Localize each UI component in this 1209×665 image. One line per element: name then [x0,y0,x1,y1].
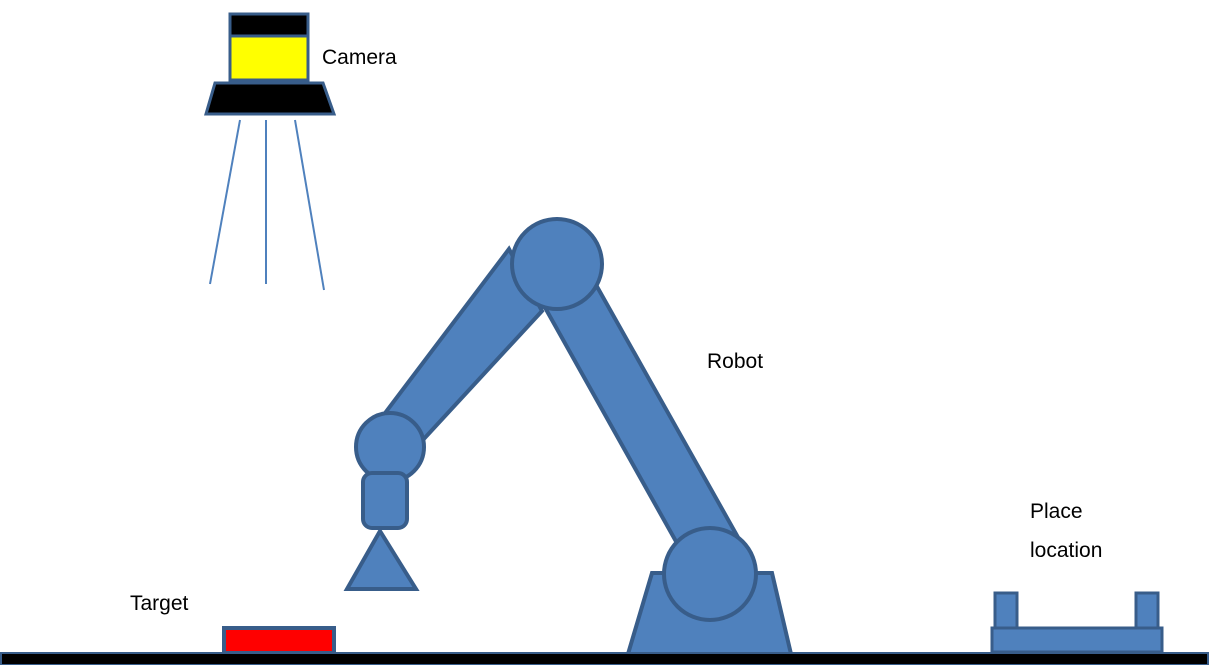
robot-label: Robot [707,350,763,373]
camera-top [228,12,310,38]
camera-ray-left [209,119,241,285]
robot-elbow-joint [510,217,604,311]
place-location-right-post [1134,591,1160,633]
place-location-tray [990,626,1164,654]
robot-gripper [343,527,420,591]
robot-wrist-link [361,471,409,530]
camera-ray-right [294,119,325,291]
robot-wrist-joint [354,411,426,483]
camera-base [204,81,337,116]
robot [343,217,794,656]
target-label: Target [130,592,189,615]
camera [204,12,337,116]
floor-line [0,652,1209,665]
place-location-label-line2: location [1030,539,1102,562]
place-location [990,591,1164,654]
place-location-left-post [993,591,1019,633]
target-object [222,626,336,655]
camera-lens [228,34,310,82]
camera-rays [209,119,325,291]
camera-label: Camera [322,46,397,69]
robot-base-joint [662,526,758,622]
place-location-label-line1: Place [1030,500,1083,523]
